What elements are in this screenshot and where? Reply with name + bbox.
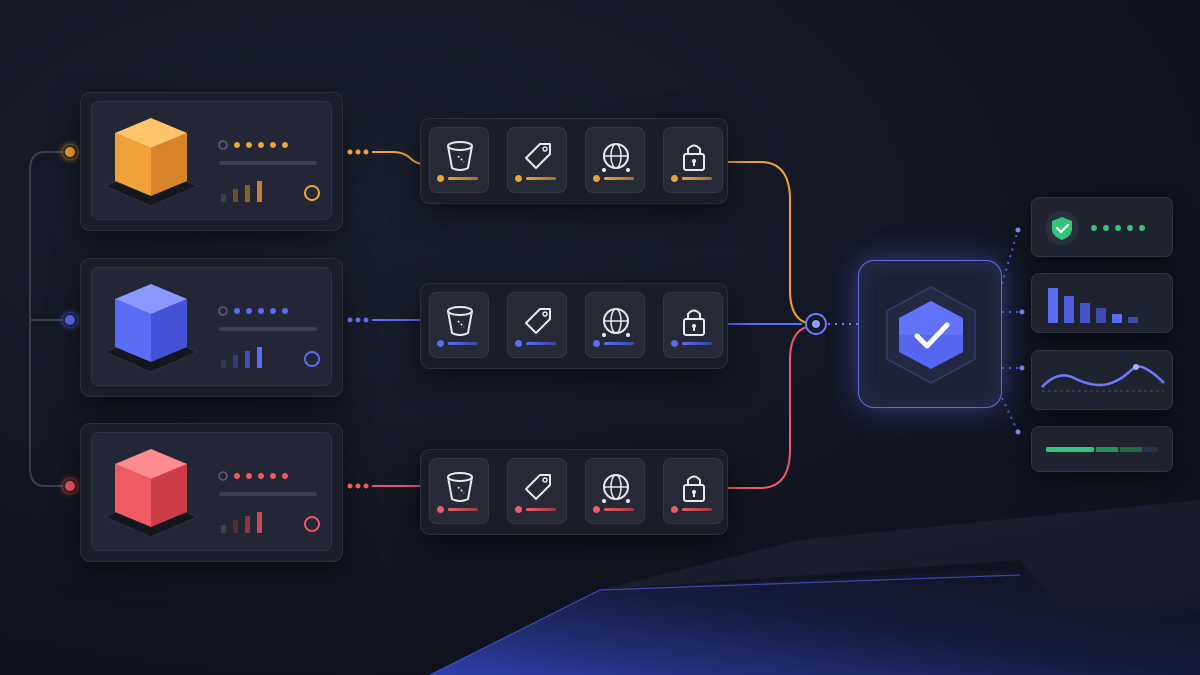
tool-tile-lock[interactable]	[663, 458, 723, 524]
cube-icon	[103, 284, 199, 373]
tag-icon	[525, 308, 551, 334]
left-link-node-orange	[63, 145, 77, 159]
output-status-panel[interactable]	[1031, 197, 1173, 257]
output-bar-chart-panel[interactable]	[1031, 273, 1173, 333]
source-card-blue[interactable]	[80, 258, 343, 397]
lock-icon	[683, 309, 705, 336]
tool-tile-tag[interactable]	[507, 127, 567, 193]
bucket-icon	[447, 141, 473, 171]
globe-icon	[602, 143, 630, 172]
tool-tile-lock[interactable]	[663, 292, 723, 358]
source-card-red[interactable]	[80, 423, 343, 562]
tag-icon	[525, 474, 551, 500]
shield-check-icon	[1045, 211, 1079, 245]
status-dots	[1091, 225, 1145, 231]
bucket-icon	[447, 306, 473, 336]
tool-tile-tag[interactable]	[507, 458, 567, 524]
tool-tile-lock[interactable]	[663, 127, 723, 193]
bucket-icon	[447, 472, 473, 502]
lock-icon	[683, 144, 705, 171]
tool-tile-bucket[interactable]	[429, 292, 489, 358]
mini-bar-chart	[221, 347, 262, 368]
cube-icon	[103, 449, 199, 538]
left-link-node-red	[63, 479, 77, 493]
tool-tile-tag[interactable]	[507, 292, 567, 358]
status-ring	[304, 351, 320, 367]
shield-check-icon	[899, 301, 963, 369]
status-dots	[218, 140, 288, 150]
tool-row-orange	[420, 118, 728, 204]
progress-line	[219, 161, 317, 165]
verification-hub[interactable]	[858, 260, 1002, 408]
progress-line	[219, 327, 317, 331]
mini-bar-chart	[221, 512, 262, 533]
tool-row-red	[420, 449, 728, 535]
globe-icon	[602, 474, 630, 503]
status-dots	[218, 471, 288, 481]
bar-chart-icon	[1048, 288, 1138, 323]
status-ring	[304, 185, 320, 201]
left-link-node-blue	[63, 313, 77, 327]
output-line-chart-panel[interactable]	[1031, 350, 1173, 410]
tool-tile-globe[interactable]	[585, 292, 645, 358]
progress-bar-icon	[1046, 447, 1158, 452]
lock-icon	[683, 475, 705, 502]
source-card-orange[interactable]	[80, 92, 343, 231]
status-ring	[304, 516, 320, 532]
cube-icon	[103, 118, 199, 207]
globe-icon	[602, 308, 630, 337]
tool-row-blue	[420, 283, 728, 369]
tool-tile-bucket[interactable]	[429, 127, 489, 193]
tag-icon	[525, 143, 551, 169]
tool-tile-globe[interactable]	[585, 458, 645, 524]
status-dots	[218, 306, 288, 316]
output-progress-panel[interactable]	[1031, 426, 1173, 472]
tool-tile-globe[interactable]	[585, 127, 645, 193]
mini-bar-chart	[221, 181, 262, 202]
tool-tile-bucket[interactable]	[429, 458, 489, 524]
line-chart-icon	[1041, 364, 1165, 392]
progress-line	[219, 492, 317, 496]
